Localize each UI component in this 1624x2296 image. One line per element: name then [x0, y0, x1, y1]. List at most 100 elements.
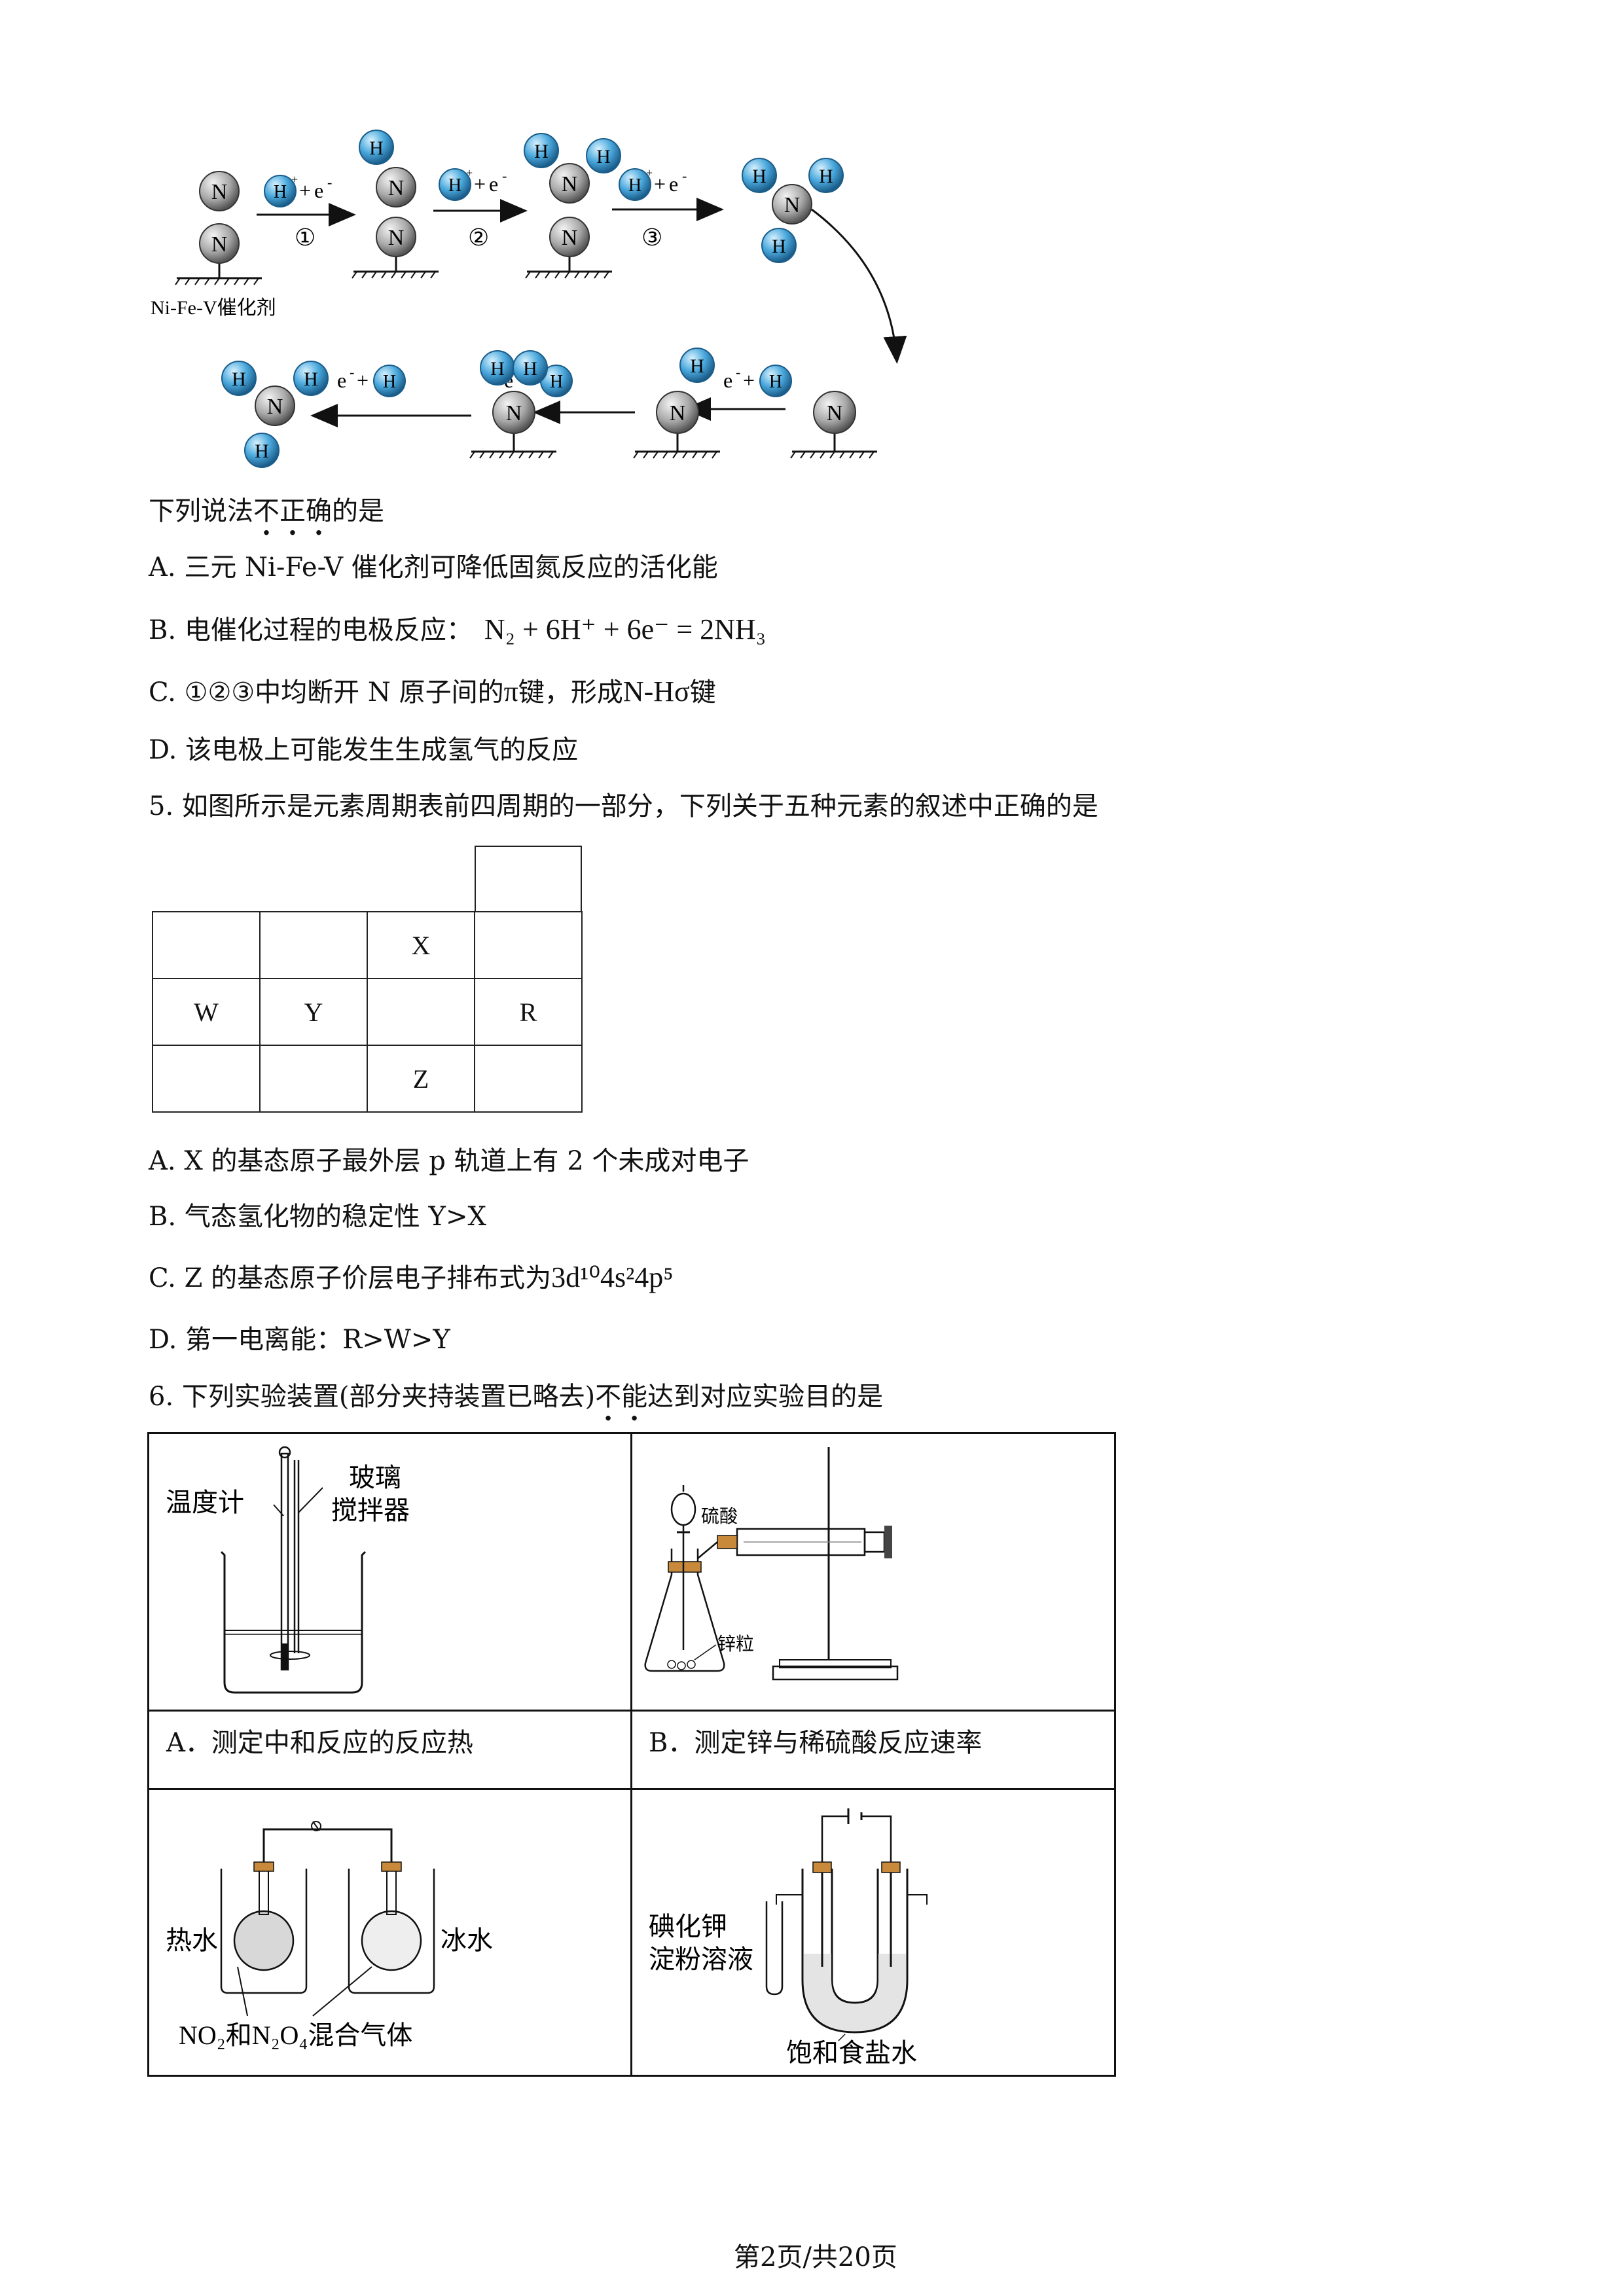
table-row: X: [152, 911, 583, 979]
svg-text:-: -: [502, 168, 507, 184]
table-cell: [259, 911, 368, 979]
svg-text:N: N: [562, 172, 578, 196]
n-atom: N: [211, 232, 228, 257]
page-number: 第2页/共20页: [734, 2242, 897, 2272]
periodic-table-top-cell: [475, 846, 582, 912]
catalyst-surface-4: N: [790, 391, 877, 459]
brine-label: 饱和食盐水: [786, 2038, 917, 2068]
catalyst-surface-2: N N H: [352, 130, 439, 279]
svg-text:e: e: [337, 368, 346, 392]
svg-text:e: e: [314, 179, 323, 202]
apparatus-a-calorimeter: 温度计 玻璃 搅拌器: [166, 1446, 410, 1694]
svg-text:H: H: [490, 358, 505, 380]
reagent-6: e - + H: [337, 364, 406, 397]
reagent-3: H + + e -: [619, 166, 687, 201]
svg-text:H: H: [304, 368, 318, 390]
acid-label: 硫酸: [701, 1505, 738, 1527]
table-cell: Y: [259, 978, 368, 1046]
q4-option-d: D. 该电极上可能发生生成氢气的反应: [149, 735, 579, 765]
reagent-2: H + + e -: [439, 166, 507, 201]
ammonia-molecule-released: N H H H: [742, 158, 844, 263]
table-cell: Z: [367, 1045, 475, 1113]
svg-text:H: H: [232, 368, 246, 390]
caption-b: B．测定锌与稀硫酸反应速率: [649, 1728, 983, 1758]
catalyst-surface-3: N N H H: [524, 133, 621, 279]
stirrer-label: 搅拌器: [331, 1496, 410, 1526]
svg-text:H: H: [255, 440, 269, 462]
svg-text:H: H: [383, 372, 396, 392]
q6-stem: 6. 下列实验装置(部分夹持装置已略去)不能达到对应实验目的是: [149, 1381, 883, 1412]
reagent-4: e - + H: [723, 364, 792, 397]
svg-text:N: N: [827, 401, 843, 425]
q4-option-c: C. ①②③中均断开 N 原子间的π键，形成N-Hσ键: [149, 675, 716, 708]
svg-text:e: e: [669, 172, 678, 196]
n-atom: N: [211, 180, 228, 204]
step-3-label: ③: [641, 224, 662, 251]
svg-text:+: +: [357, 368, 369, 392]
svg-text:H: H: [819, 166, 833, 187]
apparatus-d-electrolysis: 碘化钾 淀粉溶液 饱和食盐水: [649, 1808, 928, 2068]
svg-text:H: H: [523, 358, 537, 380]
svg-text:e: e: [723, 368, 732, 392]
q4-option-a: A. 三元 Ni-Fe-V 催化剂可降低固氮反应的活化能: [149, 552, 718, 583]
svg-text:N: N: [562, 226, 578, 250]
catalyst-surface-5: N H: [633, 348, 720, 459]
svg-text:+: +: [654, 172, 666, 196]
svg-text:H: H: [690, 355, 704, 377]
ice-water-label: 冰水: [441, 1926, 493, 1956]
table-cell: [474, 911, 583, 979]
ki-label-top: 碘化钾: [649, 1912, 727, 1942]
q4-option-b: B. 电催化过程的电极反应：N₂ + 6H⁺ + 6e⁻ = 2NH₃: [149, 613, 767, 646]
svg-text:N: N: [670, 401, 686, 425]
svg-text:N: N: [267, 395, 283, 419]
table-cell: X: [367, 911, 475, 979]
q4-equation: N₂ + 6H⁺ + 6e⁻ = 2NH₃: [484, 613, 767, 645]
q4-stem: 下列说法不正确的是: [149, 495, 384, 527]
svg-text:H: H: [769, 372, 782, 392]
svg-text:+: +: [743, 368, 755, 392]
table-cell: R: [474, 978, 583, 1046]
gas-mixture-label: NO₂和N₂O₄混合气体: [179, 2020, 412, 2050]
apparatus-b-reaction-rate: 硫酸 锌粒: [644, 1447, 899, 1681]
svg-text:+: +: [466, 166, 473, 179]
catalyst-surface-1: N N: [175, 171, 262, 285]
svg-text:-: -: [682, 168, 687, 184]
periodic-table-fragment: X W Y R Z: [152, 911, 583, 1113]
step-2-label: ②: [468, 224, 489, 251]
q5-stem: 5. 如图所示是元素周期表前四周期的一部分，下列关于五种元素的叙述中正确的是: [149, 791, 1098, 821]
svg-text:+: +: [474, 172, 486, 196]
svg-text:N: N: [388, 226, 405, 250]
table-cell: [152, 911, 261, 979]
q6-apparatus-grid: 温度计 玻璃 搅拌器 硫酸 锌粒 A．测定中和反应的反应热 B．测定锌与稀硫: [147, 1432, 1116, 2077]
svg-text:H: H: [274, 182, 287, 202]
svg-text:H: H: [550, 372, 563, 392]
glass-label-top: 玻璃: [349, 1463, 401, 1493]
nitrogen-fixation-mechanism-diagram: N N Ni-Fe-V催化剂 H + + e - ① N N H H +: [151, 130, 907, 468]
table-row: Z: [152, 1045, 583, 1113]
thermometer-label: 温度计: [166, 1488, 244, 1518]
svg-text:H: H: [628, 175, 641, 196]
svg-text:-: -: [350, 364, 354, 380]
ki-label-bottom: 淀粉溶液: [649, 1945, 753, 1975]
svg-text:H: H: [772, 236, 786, 257]
caption-a: A．测定中和反应的反应热: [166, 1728, 473, 1758]
ammonia-molecule-bottom: N H H H: [221, 361, 329, 468]
table-cell: [259, 1045, 368, 1113]
q5-option-a: A. X 的基态原子最外层 p 轨道上有 2 个未成对电子: [149, 1146, 749, 1176]
svg-text:H: H: [752, 166, 767, 187]
table-cell: W: [152, 978, 261, 1046]
svg-text:N: N: [784, 193, 801, 217]
svg-text:e: e: [489, 172, 498, 196]
reagent-1: H + + e -: [264, 173, 332, 207]
catalyst-surface-6: N H H: [469, 350, 556, 459]
table-cell: [474, 1045, 583, 1113]
svg-text:+: +: [291, 173, 298, 186]
table-cell: [152, 1045, 261, 1113]
apparatus-c-equilibrium: 热水 冰水 NO₂和N₂O₄混合气体: [166, 1821, 493, 2050]
table-cell: [367, 978, 475, 1046]
svg-text:-: -: [736, 364, 740, 380]
svg-text:+: +: [299, 179, 311, 202]
q5-option-c: C. Z 的基态原子价层电子排布式为3d¹⁰4s²4p⁵: [149, 1261, 674, 1294]
svg-text:H: H: [534, 141, 549, 162]
q5-option-b: B. 气态氢化物的稳定性 Y>X: [149, 1202, 486, 1232]
